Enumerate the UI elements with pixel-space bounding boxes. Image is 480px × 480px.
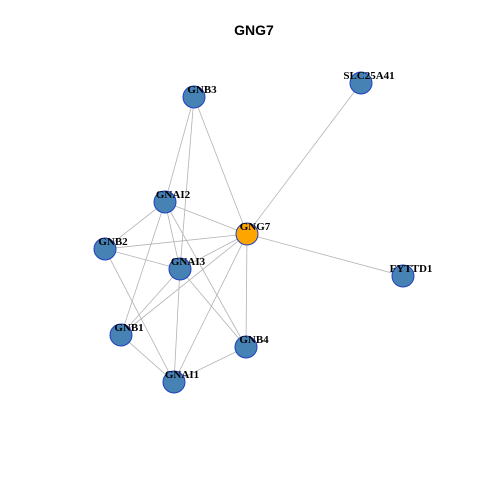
node-circle-gng7 [235, 222, 259, 246]
node-circle-gnb1 [109, 323, 133, 347]
node-gnb2: GNB2 [93, 236, 128, 261]
edge-gnai2-gnb2 [104, 201, 166, 250]
edge-gnb2-gnai1 [104, 248, 175, 383]
node-circle-fyttd1 [391, 264, 415, 288]
edge-gng7-gnai2 [164, 201, 248, 235]
edge-gnb2-gnai3 [104, 248, 181, 270]
node-gnb4: GNB4 [234, 334, 269, 359]
edge-gng7-gnb3 [193, 96, 248, 235]
edge-gnai3-gnb1 [120, 268, 181, 336]
edge-layer [104, 82, 404, 383]
node-gnai3: GNAI3 [168, 256, 206, 281]
edge-gng7-gnb1 [120, 233, 248, 336]
node-slc25a41: SLC25A41 [343, 70, 395, 95]
edge-gng7-slc25a41 [246, 82, 362, 235]
graph-title: GNG7 [234, 22, 274, 38]
node-circle-gnai3 [168, 257, 192, 281]
node-circle-gnb4 [234, 335, 258, 359]
node-label-gnai3: GNAI3 [171, 256, 206, 268]
node-circle-gnai1 [162, 370, 186, 394]
node-gng7: GNG7 [235, 221, 271, 246]
edge-gng7-gnb4 [245, 233, 248, 348]
edge-gng7-gnai1 [173, 233, 248, 383]
edge-gng7-fyttd1 [246, 233, 404, 277]
node-gnai2: GNAI2 [153, 189, 191, 214]
edge-gnb1-gnai1 [120, 334, 175, 383]
edge-gng7-gnb2 [104, 233, 248, 250]
node-label-gng7: GNG7 [240, 221, 271, 233]
edge-gnb4-gnai1 [173, 346, 247, 383]
node-label-gnai1: GNAI1 [165, 369, 199, 381]
node-fyttd1: FYTTD1 [390, 263, 433, 288]
edge-gnai3-gnb4 [179, 268, 247, 348]
node-gnai1: GNAI1 [162, 369, 199, 394]
node-layer: GNG7 SLC25A41GNB3GNAI2GNB2GNAI3FYTTD1GNB1… [93, 70, 433, 394]
node-circle-gnb3 [182, 85, 206, 109]
node-label-gnb4: GNB4 [239, 334, 269, 346]
node-label-fyttd1: FYTTD1 [390, 263, 433, 275]
node-label-gnai2: GNAI2 [156, 189, 191, 201]
edge-gnai2-gnb1 [120, 201, 166, 336]
node-circle-gnai2 [153, 190, 177, 214]
node-gnb3: GNB3 [182, 84, 217, 109]
edge-gng7-gnai3 [179, 233, 248, 270]
node-label-slc25a41: SLC25A41 [343, 70, 394, 82]
edge-gnai2-gnb4 [164, 201, 247, 348]
edge-gnb3-gnai3 [179, 96, 195, 270]
edge-gnai3-gnai1 [173, 268, 181, 383]
node-label-gnb2: GNB2 [98, 236, 128, 248]
node-circle-gnb2 [93, 237, 117, 261]
edge-gnb3-gnai2 [164, 96, 195, 203]
node-label-gnb1: GNB1 [114, 322, 143, 334]
node-circle-slc25a41 [349, 71, 373, 95]
node-label-gnb3: GNB3 [187, 84, 217, 96]
node-gnb1: GNB1 [109, 322, 144, 347]
